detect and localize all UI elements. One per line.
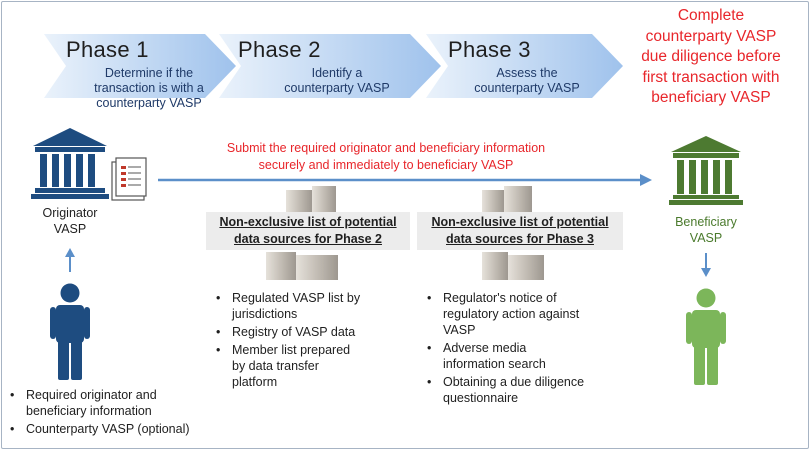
beneficiary-bank-icon	[669, 136, 743, 205]
document-icon	[111, 157, 147, 201]
due-diligence-line: counterparty VASP	[645, 27, 777, 45]
list-item: Counterparty VASP (optional)	[6, 421, 246, 437]
phase-1-desc-line: transaction is with a	[94, 81, 204, 95]
submit-line: securely and immediately to beneficiary …	[258, 158, 514, 172]
submit-instruction: Submit the required originator and benef…	[176, 140, 596, 174]
list-item: Required originator and beneficiary info…	[6, 387, 246, 419]
phase-1-description: Determine if the transaction is with a c…	[74, 66, 224, 111]
list-item-line: by data transfer	[232, 359, 319, 373]
list-item-line: Counterparty VASP (optional)	[26, 422, 190, 436]
due-diligence-line: beneficiary VASP	[651, 89, 771, 106]
phase-3-sources-list: Regulator's notice of regulatory action …	[423, 290, 633, 408]
originator-up-arrow	[65, 248, 75, 272]
beneficiary-label-line: Beneficiary	[675, 215, 737, 229]
list-item: Registry of VASP data	[212, 324, 412, 340]
phase-3-server-icon	[482, 186, 544, 280]
phase-2-server-icon	[266, 186, 338, 280]
list-item: Regulator's notice of regulatory action …	[423, 290, 633, 338]
phase-2-sources-heading: Non-exclusive list of potential data sou…	[206, 212, 410, 250]
originator-label-line: Originator	[42, 206, 98, 220]
list-item-line: Regulated VASP list by	[232, 291, 361, 305]
list-item: Obtaining a due diligence questionnaire	[423, 374, 633, 406]
beneficiary-down-arrow	[701, 253, 711, 277]
list-item-line: jurisdictions	[232, 307, 298, 321]
phase-2-title: Phase 2	[238, 37, 321, 62]
phase-2-sources-heading-line: data sources for Phase 2	[234, 232, 382, 246]
phase-3-desc-line: counterparty VASP	[474, 81, 580, 95]
phase-3-description: Assess the counterparty VASP	[462, 66, 592, 96]
list-item-line: beneficiary information	[26, 404, 152, 418]
list-item: Member list prepared by data transfer pl…	[212, 342, 412, 390]
due-diligence-heading: Complete counterparty VASP due diligence…	[616, 6, 806, 109]
phase-3-sources-heading-line: Non-exclusive list of potential	[431, 215, 609, 229]
originator-label-line: VASP	[53, 222, 87, 236]
phase-3-sources-heading-line: data sources for Phase 3	[446, 232, 594, 246]
originator-person-icon	[50, 283, 90, 380]
flow-arrow	[158, 174, 652, 186]
list-item-line: platform	[232, 375, 278, 389]
list-item-line: regulatory action against	[443, 307, 580, 321]
phase-3-sources-heading: Non-exclusive list of potential data sou…	[417, 212, 623, 250]
due-diligence-line: Complete	[677, 7, 745, 24]
phase-2-sources-list: Regulated VASP list by jurisdictions Reg…	[212, 290, 412, 392]
phase-2-sources-heading-line: Non-exclusive list of potential	[219, 215, 397, 229]
phase-3-chevron	[426, 34, 623, 98]
list-item-line: Member list prepared	[232, 343, 351, 357]
phase-1-title: Phase 1	[66, 37, 149, 62]
list-item-line: Registry of VASP data	[232, 325, 356, 339]
list-item-line: VASP	[443, 323, 476, 337]
phase-2-desc-line: Identify a	[311, 66, 363, 80]
phase-1-desc-line: Determine if the	[104, 66, 194, 80]
beneficiary-label-line: VASP	[689, 231, 723, 245]
due-diligence-line: first transaction with	[642, 68, 780, 86]
phase-2-description: Identify a counterparty VASP	[262, 66, 412, 96]
submit-line: Submit the required originator and benef…	[226, 141, 546, 155]
originator-label: Originator VASP	[20, 205, 120, 237]
originator-bank-icon	[31, 128, 109, 199]
list-item-line: Regulator's notice of	[443, 291, 557, 305]
list-item-line: Obtaining a due diligence	[443, 375, 585, 389]
due-diligence-line: due diligence before	[641, 48, 781, 65]
list-item-line: questionnaire	[443, 391, 519, 405]
beneficiary-person-icon	[686, 288, 726, 385]
list-item-line: Adverse media	[443, 341, 527, 355]
list-item-line: Required originator and	[26, 388, 157, 402]
originator-info-list: Required originator and beneficiary info…	[6, 387, 246, 439]
phase-3-title: Phase 3	[448, 37, 531, 62]
phase-1-chevron	[44, 34, 236, 98]
phase-2-chevron	[219, 34, 441, 98]
phase-1-desc-line: counterparty VASP	[96, 96, 202, 110]
phase-3-desc-line: Assess the	[496, 66, 558, 80]
list-item-line: information search	[443, 357, 546, 371]
beneficiary-label: Beneficiary VASP	[656, 214, 756, 246]
list-item: Regulated VASP list by jurisdictions	[212, 290, 412, 322]
list-item: Adverse media information search	[423, 340, 633, 372]
phase-2-desc-line: counterparty VASP	[284, 81, 390, 95]
